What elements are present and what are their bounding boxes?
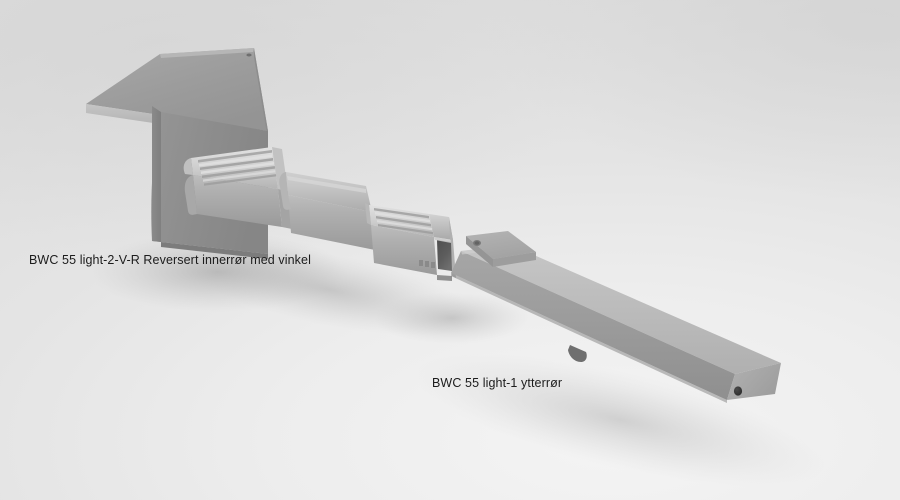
outer-tube-end-hole-icon [733,386,743,396]
cap-plate-left [466,236,493,267]
segment-b-left-round [279,172,291,210]
shadow-outer-tube [415,353,825,487]
segment-c-collar-top [365,203,371,225]
bracket-top-face [86,48,268,131]
annotation-outer-tube: BWC 55 light-1 ytterrør [432,376,563,390]
segment-c-ribs [374,208,433,235]
tube-cavity-lip [434,237,451,243]
inner-tube-assembly [183,147,456,281]
bracket-side-plate [152,106,161,242]
outer-tube-top-face [461,245,781,374]
inner-tube-ribbed-segment-c [365,203,456,281]
outer-tube-mounting-tab [568,345,587,362]
bracket-screw-hole-icon [246,53,252,57]
segment-a-top-left-round [183,158,193,175]
segment-a-left-round [184,175,197,215]
bracket-flange-right-edge [254,48,268,140]
cap-plate-front [493,252,536,267]
segment-b-side-face [288,195,375,250]
ground-shadows [90,232,825,487]
cap-plate-hole-inner [474,241,480,245]
outer-tube-bottom-edge [451,273,727,403]
tube-end-rim-bottom [437,275,452,281]
cap-plate-top [466,231,536,259]
inner-tube-ribbed-segment-a [183,147,292,229]
segment-a-side-face [193,175,282,227]
segment-b-top-highlight [287,176,366,193]
inner-tube-smooth-segment [279,172,375,250]
bracket-top-highlight [160,48,254,58]
mounting-tab-icon [568,345,587,362]
annotation-inner-tube: BWC 55 light-2-V-R Reversert innerrør me… [29,253,311,267]
outer-tube-assembly [451,231,781,403]
outer-tube-side-face [451,251,735,400]
tube-end-rim-right [449,217,456,278]
bracket-bottom-edge [161,242,268,259]
shadow-joint [374,292,530,344]
tube-cavity [437,240,452,271]
tube-end-teeth [419,260,435,268]
segment-a-ribs [198,150,277,186]
tube-end-rim-top [429,214,453,240]
outer-tube-cap-plate [466,231,536,267]
